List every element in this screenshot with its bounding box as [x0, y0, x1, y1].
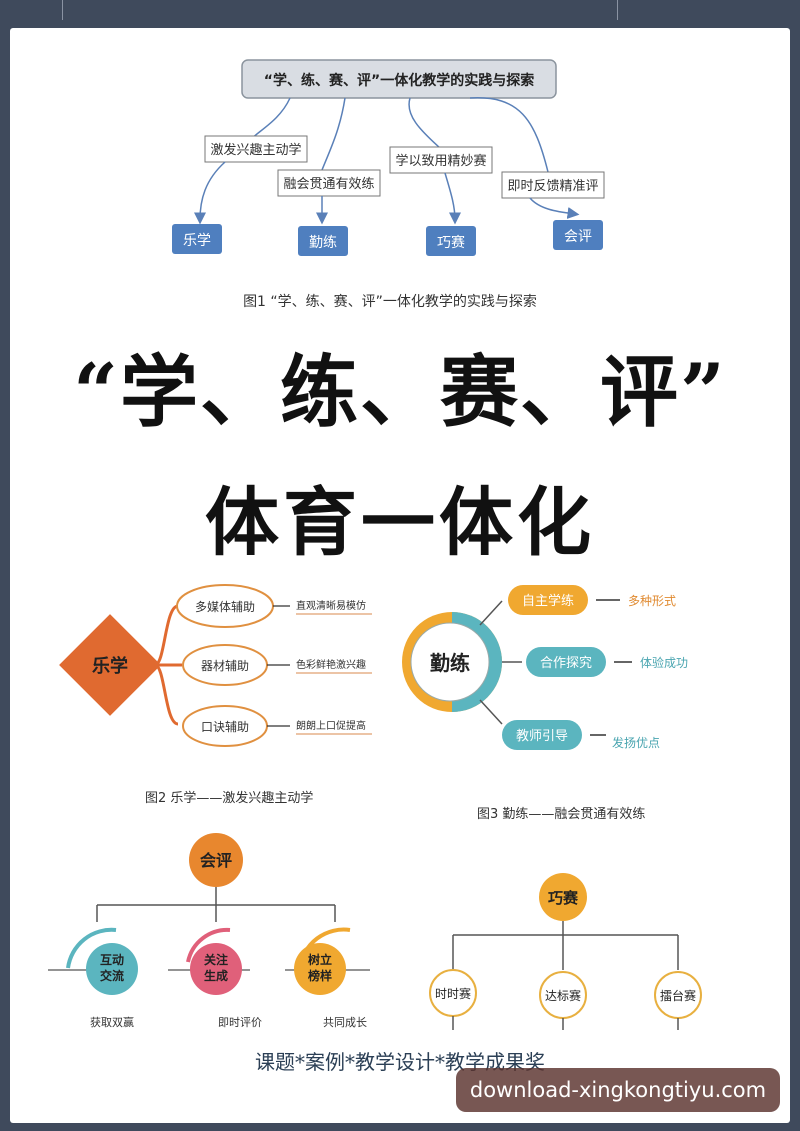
fig5-item-label: 达标赛 [545, 988, 581, 1003]
fig5-center-circle [539, 873, 587, 921]
fig2-item-label: 口诀辅助 [201, 720, 249, 734]
fig4-item-label: 榜样 [308, 968, 332, 983]
fig1-leaf-label: 勤练 [309, 235, 337, 251]
fig2-bracket [154, 604, 182, 726]
figure-1: “学、练、赛、评”一体化教学的实践与探索 激发兴趣主动学 融会贯通有效练 学以致… [172, 59, 605, 310]
fig4-arc [186, 927, 231, 963]
fig3-note: 体验成功 [640, 655, 688, 670]
poster-page [10, 28, 790, 1123]
fig3-item-label: 自主学练 [522, 593, 574, 609]
fig4-center-label: 会评 [200, 851, 232, 870]
fig3-center-label: 勤练 [430, 651, 470, 675]
figure-3: 勤练 自主学练 合作探究 教师引导 多种形式 体验成功 发扬优点 图3 勤练——… [402, 585, 688, 822]
figure-5: 巧赛 时时赛 达标赛 擂台赛 [429, 873, 702, 1030]
fig3-connector [479, 600, 503, 626]
top-frame-bar [0, 0, 800, 20]
fig4-arc [66, 927, 117, 969]
fig5-center-label: 巧赛 [548, 889, 579, 907]
fig2-note: 直观清晰易模仿 [296, 599, 366, 612]
figure-2: 乐学 多媒体辅助 器材辅助 口诀辅助 直观清晰易模仿 色彩鲜艳激兴趣 朗朗上口促… [59, 584, 372, 806]
fig1-arrow [529, 197, 580, 219]
fig1-branch-box [501, 171, 605, 199]
fig1-branch-label: 即时反馈精准评 [507, 179, 598, 194]
fig1-caption: 图1 “学、练、赛、评”一体化教学的实践与探索 [243, 293, 537, 310]
fig1-arrow [194, 161, 226, 225]
fig1-leaf-box [553, 220, 603, 250]
fig3-item-label: 教师引导 [516, 728, 568, 744]
fig4-item-label: 互动 [100, 953, 124, 967]
fig2-item-label: 器材辅助 [201, 659, 249, 673]
fig4-item-label: 关注 [204, 952, 228, 967]
fig3-note: 多种形式 [628, 594, 676, 608]
fig1-leaf-label: 巧赛 [437, 235, 465, 251]
fig3-center-circle [410, 622, 490, 702]
figure-4: 会评 互动 交流 关注 生成 树立 榜样 获取双赢 即时评价 共同成长 [48, 833, 370, 1029]
fig3-note: 发扬优点 [612, 735, 660, 750]
fig4-note: 共同成长 [323, 1016, 367, 1029]
fig3-item-pill [508, 585, 588, 615]
fig1-branch-label: 学以致用精妙赛 [395, 153, 486, 169]
fig1-leaf-box [298, 226, 348, 256]
fig1-leaf-label: 会评 [564, 229, 592, 245]
fig1-leaf-box [172, 224, 222, 254]
fig1-branch-label: 融会贯通有效练 [283, 177, 374, 192]
fig1-title: “学、练、赛、评”一体化教学的实践与探索 [264, 72, 534, 89]
fig4-item-label: 生成 [204, 968, 228, 983]
fig1-connector [249, 97, 291, 141]
fig1-branch-label: 激发兴趣主动学 [210, 142, 301, 158]
fig4-note: 即时评价 [218, 1016, 262, 1029]
fig2-note: 朗朗上口促提高 [296, 719, 366, 732]
headline-line-2: 体育一体化 [205, 480, 595, 566]
fig2-caption: 图2 乐学——激发兴趣主动学 [145, 790, 313, 806]
frame-tick [617, 0, 618, 20]
fig3-caption: 图3 勤练——融会贯通有效练 [477, 807, 645, 822]
fig4-note: 获取双赢 [90, 1015, 134, 1029]
fig1-leaf-label: 乐学 [183, 233, 211, 249]
fig2-note: 色彩鲜艳激兴趣 [296, 658, 366, 671]
fig1-connector [408, 97, 441, 149]
frame-tick [62, 0, 63, 20]
fig1-connector [469, 97, 549, 173]
fig1-leaf-box [426, 226, 476, 256]
fig1-branch-box [277, 169, 381, 197]
fig5-item-label: 时时赛 [435, 986, 471, 1001]
fig5-item-label: 擂台赛 [660, 988, 696, 1003]
fig4-item-circle [294, 943, 346, 995]
fig4-item-label: 树立 [308, 952, 332, 967]
fig1-title-box [241, 59, 557, 99]
fig4-center-circle [189, 833, 243, 887]
fig3-item-pill [502, 720, 582, 750]
fig1-connector [321, 97, 346, 171]
fig3-item-pill [526, 647, 606, 677]
headline-line-1: “学、练、赛、评” [73, 347, 727, 438]
fig2-center-label: 乐学 [92, 655, 128, 677]
fig4-item-label: 交流 [100, 968, 124, 983]
fig4-item-circle [190, 943, 242, 995]
fig4-item-circle [86, 943, 138, 995]
watermark-link[interactable]: download-xingkongtiyu.com [456, 1068, 780, 1112]
fig1-branch-box [389, 146, 493, 174]
fig3-connector [479, 699, 503, 725]
fig3-item-label: 合作探究 [540, 656, 592, 671]
fig1-arrow [444, 172, 461, 225]
fig1-branch-box [204, 135, 308, 163]
fig2-item-label: 多媒体辅助 [195, 600, 255, 614]
